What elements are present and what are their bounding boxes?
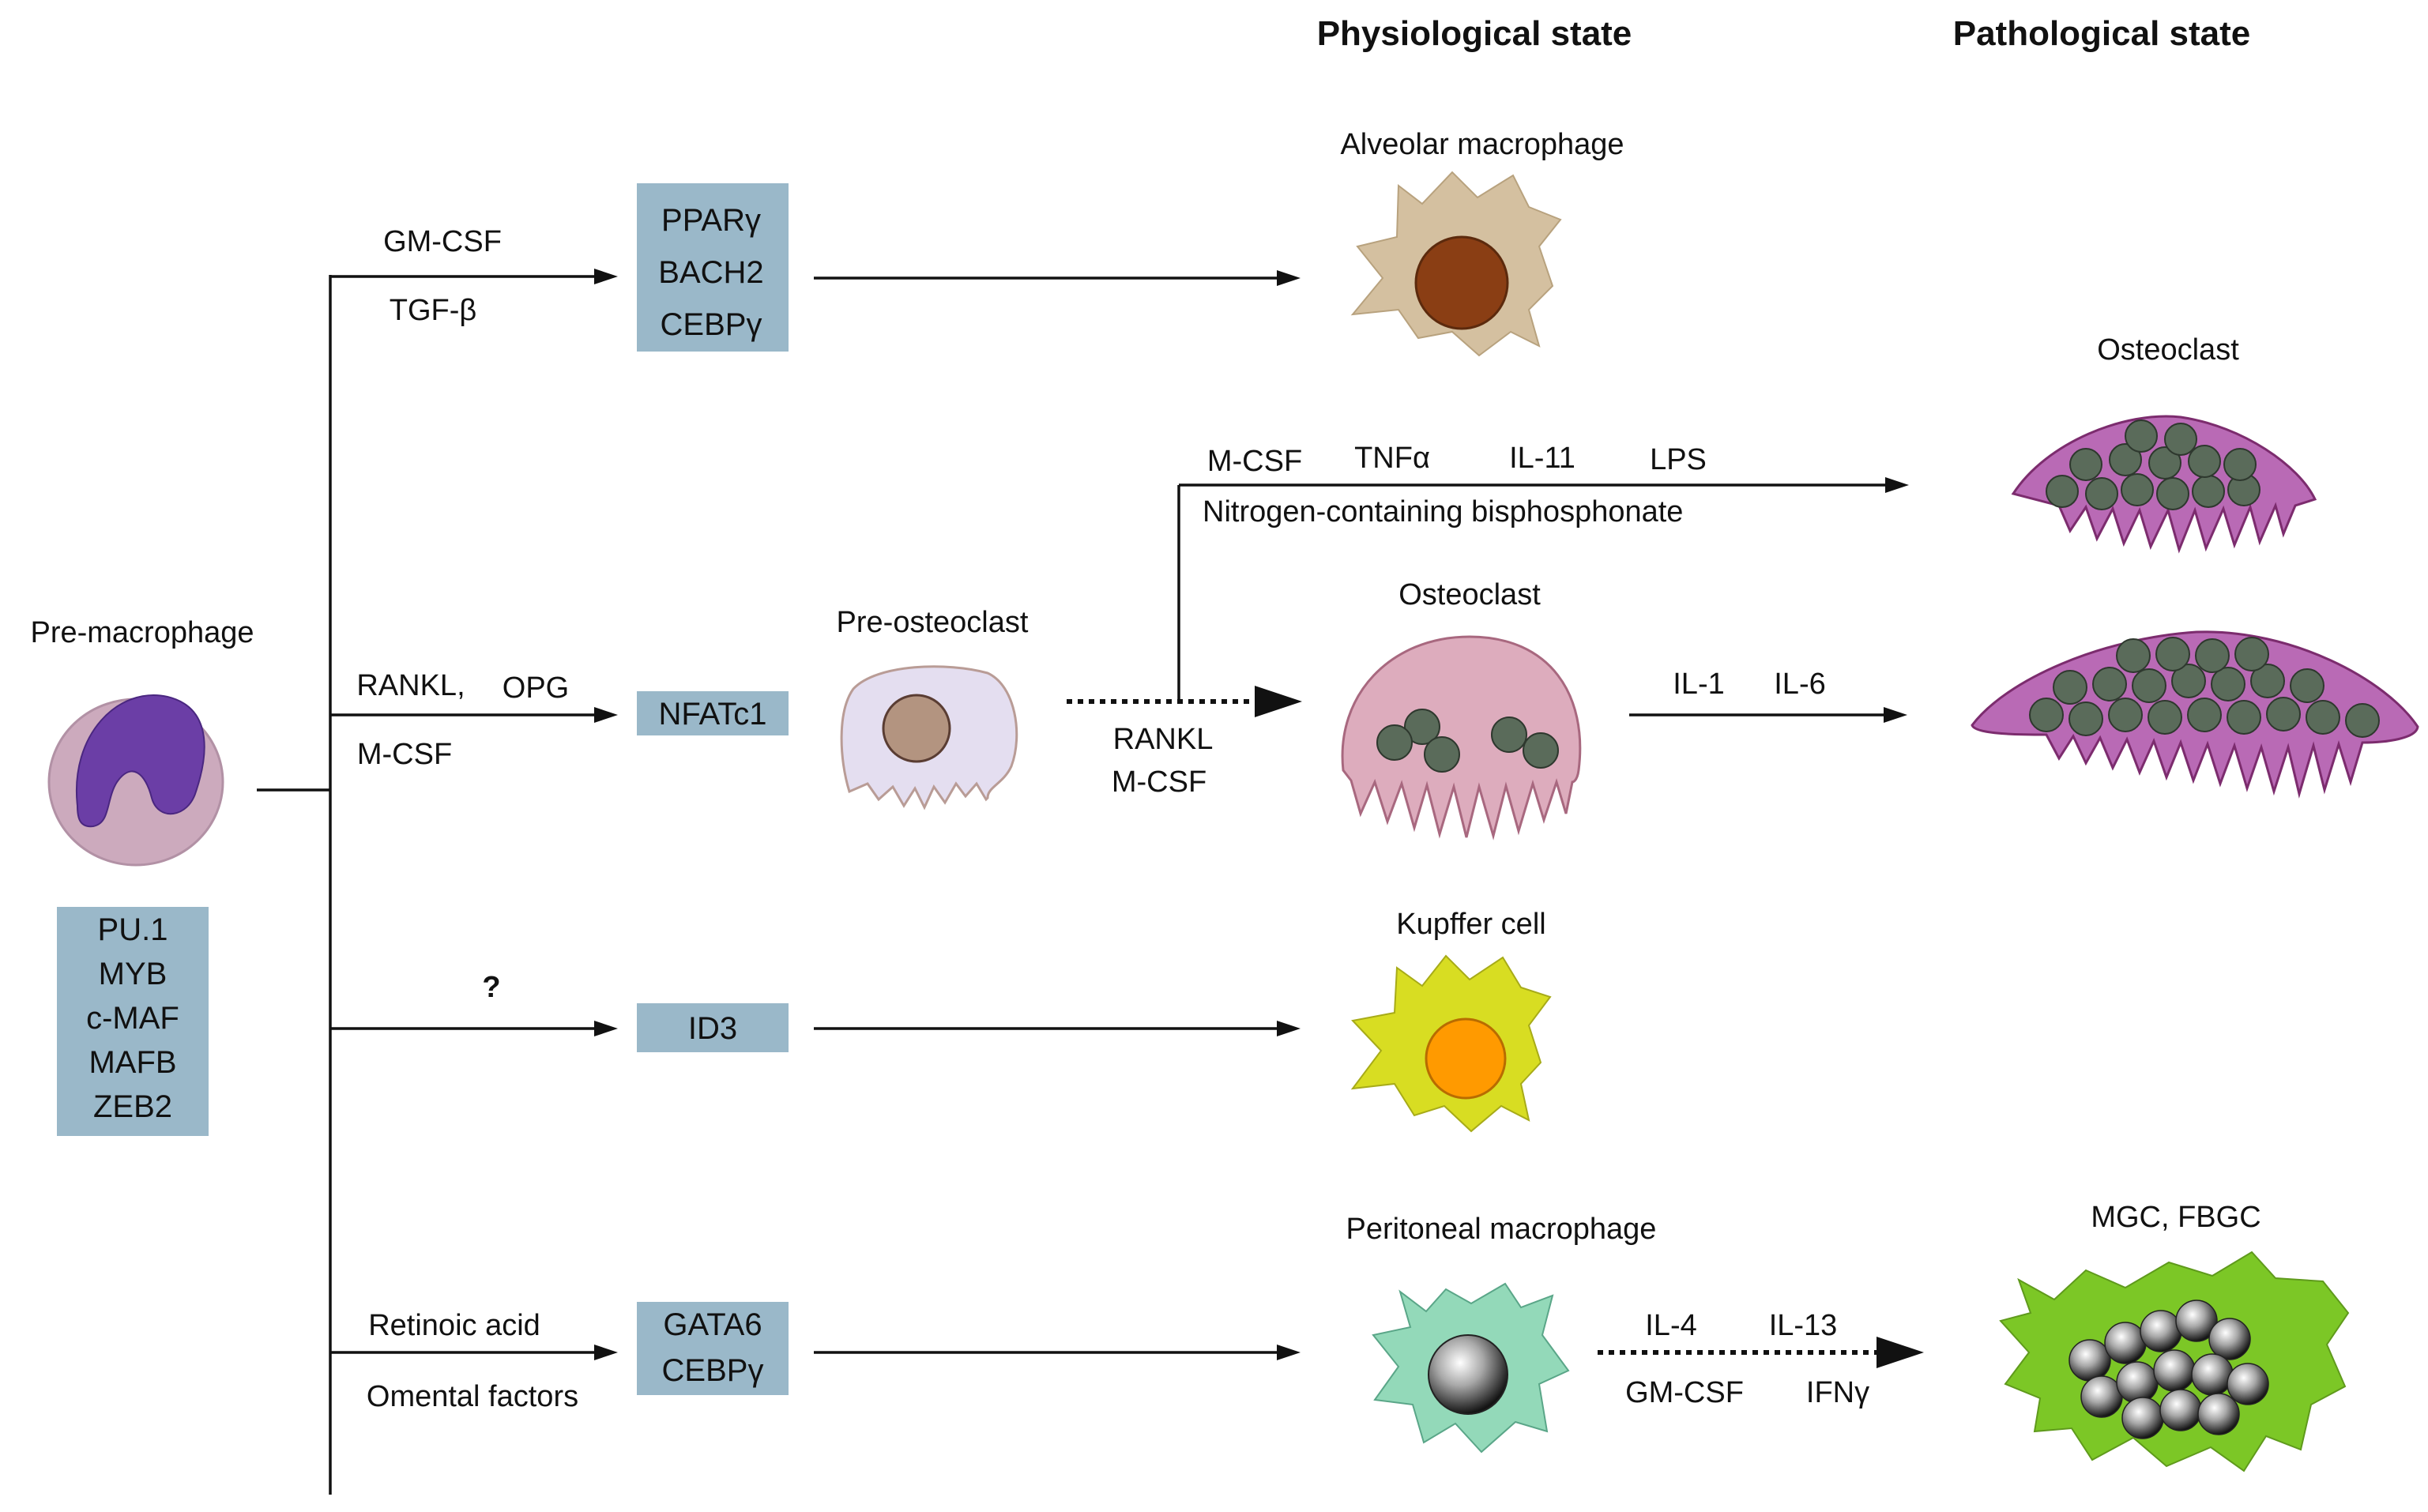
peritoneal-signal-omental-factors: Omental factors — [367, 1380, 578, 1413]
factor-item: MYB — [99, 957, 168, 991]
peritoneal-macrophage-label: Peritoneal macrophage — [1346, 1213, 1657, 1246]
factor-item: c-MAF — [86, 1001, 179, 1036]
header-pathological-state: Pathological state — [1953, 14, 2251, 53]
peritoneal-tf-box — [637, 1302, 789, 1395]
pathology-osteoclast-label: Osteoclast — [2097, 333, 2239, 367]
tf-item: CEBPγ — [662, 1353, 764, 1388]
kupffer-signal-unknown: ? — [482, 971, 500, 1004]
arrowhead — [594, 269, 618, 284]
pathology-osteoclast-large-cell — [1971, 630, 2419, 799]
osteoclast-signal-rankl: RANKL, — [356, 669, 465, 702]
tf-item: CEBPγ — [661, 307, 762, 342]
pathology-signal-bisphosphonate: Nitrogen-containing bisphosphonate — [1203, 495, 1683, 528]
pre-osteoclast-cell — [840, 665, 1018, 811]
mgc-fbgc-cell — [1999, 1251, 2350, 1473]
kupffer-cell-label: Kupffer cell — [1396, 908, 1545, 941]
pathology-signal-lps: LPS — [1650, 443, 1707, 476]
pathology-signal-il-11: IL-11 — [1509, 442, 1575, 475]
pre-osteoclast-step-rankl: RANKL — [1113, 723, 1214, 756]
arrowhead — [1277, 270, 1301, 286]
alveolar-macrophage-label: Alveolar macrophage — [1340, 128, 1624, 161]
pre-osteoclast-step-m-csf: M-CSF — [1112, 765, 1206, 799]
peritoneal-cytokine-gm-csf: GM-CSF — [1625, 1376, 1744, 1409]
arrowhead — [1277, 1345, 1301, 1360]
source-factor-box — [57, 907, 209, 1136]
alveolar-tf-box — [637, 183, 789, 352]
pre-osteoclast-label: Pre-osteoclast — [837, 606, 1029, 639]
header-physiological-state: Physiological state — [1317, 14, 1632, 53]
tf-item: PPARγ — [661, 203, 761, 238]
arrowhead — [594, 1345, 618, 1360]
pre-macrophage-label: Pre-macrophage — [30, 616, 254, 649]
mgc-fbgc-label: MGC, FBGC — [2091, 1201, 2260, 1234]
arrowhead — [1884, 707, 1907, 723]
osteoclast-label: Osteoclast — [1398, 578, 1541, 611]
factor-item: ZEB2 — [93, 1089, 172, 1124]
kupffer-tf-box — [637, 1003, 789, 1052]
peritoneal-cytokine-ifn-gamma: IFNγ — [1806, 1376, 1869, 1409]
source-factor-list: PU.1 MYB c-MAF MAFB ZEB2 — [86, 912, 179, 1124]
pathology-osteoclast-small-cell — [2011, 415, 2317, 554]
osteoclast-tf-box — [637, 691, 789, 735]
peritoneal-macrophage-cell — [1372, 1282, 1570, 1454]
factor-item: PU.1 — [98, 912, 168, 947]
arrowhead — [1877, 1337, 1924, 1368]
factor-item: MAFB — [88, 1045, 176, 1080]
osteoclast-cytokine-il-1: IL-1 — [1673, 668, 1724, 701]
pre-macrophage-cell — [47, 694, 224, 867]
peritoneal-cytokine-il-13: IL-13 — [1769, 1309, 1838, 1342]
osteoclast-cytokine-il-6: IL-6 — [1774, 668, 1825, 701]
arrowhead — [1277, 1021, 1301, 1036]
arrowhead — [1885, 477, 1909, 493]
pathology-signal-tnf-alpha: TNFα — [1354, 442, 1430, 475]
arrowhead — [1255, 686, 1302, 717]
tf-item: BACH2 — [658, 255, 763, 290]
pathology-signal-m-csf: M-CSF — [1207, 445, 1302, 478]
kupffer-cell — [1350, 954, 1552, 1133]
arrowhead — [594, 1021, 618, 1036]
osteoclast-cell — [1341, 635, 1582, 841]
peritoneal-cytokine-il-4: IL-4 — [1645, 1309, 1696, 1342]
osteoclast-signal-m-csf: M-CSF — [357, 738, 452, 771]
osteoclast-signal-opg: OPG — [503, 671, 569, 705]
tf-item: ID3 — [688, 1011, 737, 1046]
alveolar-signal-tgf-beta: TGF-β — [390, 294, 477, 327]
alveolar-signal-gm-csf: GM-CSF — [383, 225, 502, 258]
alveolar-macrophage-cell — [1350, 171, 1562, 357]
tf-item: NFATc1 — [658, 697, 766, 732]
arrowhead — [594, 707, 618, 723]
tf-item: GATA6 — [663, 1307, 762, 1342]
peritoneal-signal-retinoic-acid: Retinoic acid — [368, 1309, 540, 1342]
